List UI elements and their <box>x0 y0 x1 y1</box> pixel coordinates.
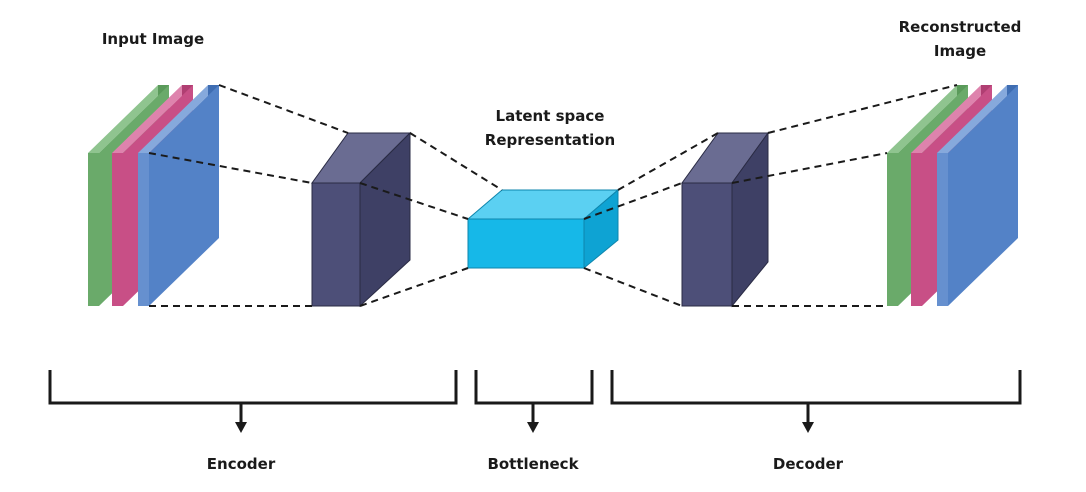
decoder-hidden-block <box>681 131 769 308</box>
decoder-label: Decoder <box>772 455 844 473</box>
encoder-arrow-head <box>235 422 247 433</box>
latent-space-label-line1: Latent space <box>495 107 605 125</box>
dash-dec-mid <box>731 152 888 184</box>
output-channel-blue <box>937 85 1018 306</box>
latent-block <box>466 188 620 270</box>
encoder-label: Encoder <box>206 455 276 473</box>
input-channel-blue <box>138 85 219 306</box>
decoder-bracket <box>610 370 1022 424</box>
dash-enc-top <box>409 132 503 191</box>
projection-lines <box>148 84 958 307</box>
bottleneck-label: Bottleneck <box>487 455 579 473</box>
dash-input-top <box>218 84 349 134</box>
dash-input-mid <box>148 152 313 184</box>
dash-latent-bottom <box>583 267 683 307</box>
latent-space-label-line2: Representation <box>484 131 616 149</box>
bottleneck-bracket <box>474 370 594 424</box>
dash-dec-top <box>767 84 958 134</box>
bottleneck-arrow-head <box>527 422 539 433</box>
reconstructed-image-label-line2: Image <box>933 42 987 60</box>
input-image-label: Input Image <box>101 30 205 48</box>
encoder-bracket <box>48 370 458 424</box>
input-image-stack <box>88 85 219 306</box>
encoder-hidden-block <box>311 131 412 308</box>
reconstructed-image-label-line1: Reconstructed <box>898 18 1022 36</box>
reconstructed-image-stack <box>887 85 1018 306</box>
dash-enc-mid <box>359 182 469 220</box>
decoder-arrow-head <box>802 422 814 433</box>
dash-latent-mid <box>583 182 683 220</box>
